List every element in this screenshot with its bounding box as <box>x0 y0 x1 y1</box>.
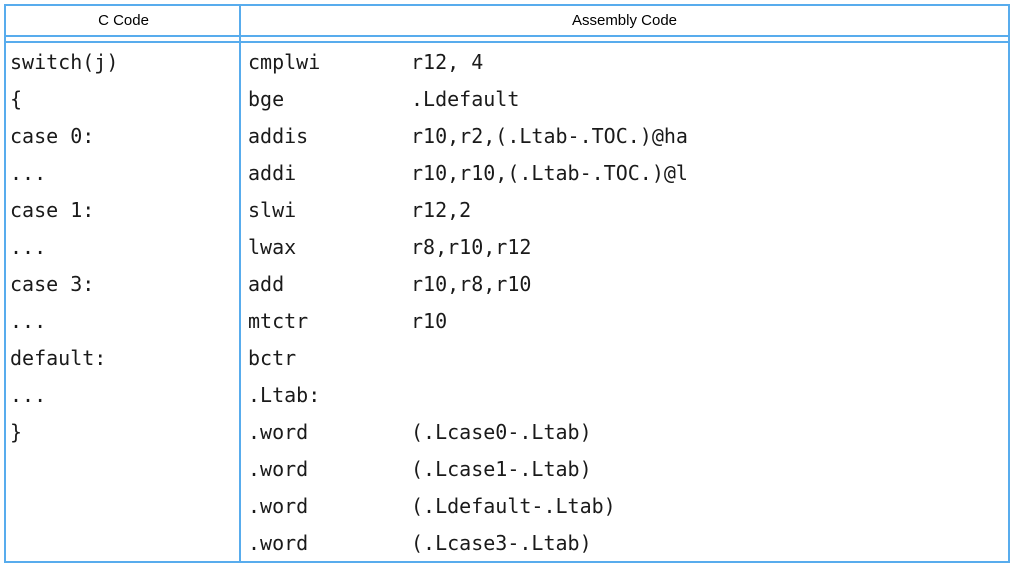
asm-operands: r10,r10,(.Ltab-.TOC.)@l <box>411 161 688 185</box>
asm-mnemonic: .word <box>248 494 309 518</box>
header-assembly-code: Assembly Code <box>571 12 678 29</box>
asm-mnemonic: bge <box>248 87 285 111</box>
c-code-line: case 0: <box>10 124 95 148</box>
asm-line: .word (.Ldefault-.Ltab) <box>248 488 1008 525</box>
asm-line: cmplwi r12, 4 <box>248 44 1008 81</box>
asm-mnemonic: .Ltab: <box>248 383 321 407</box>
asm-mnemonic: lwax <box>248 235 297 259</box>
asm-operands: (.Lcase1-.Ltab) <box>411 457 592 481</box>
asm-operands: r10,r8,r10 <box>411 272 532 296</box>
c-code-line: ... <box>10 161 47 185</box>
asm-operands: r8,r10,r12 <box>411 235 532 259</box>
asm-mnemonic: bctr <box>248 346 297 370</box>
asm-line: .Ltab: <box>248 377 1008 414</box>
c-code-line: default: <box>10 346 107 370</box>
asm-mnemonic: .word <box>248 420 309 444</box>
asm-operands: r10,r2,(.Ltab-.TOC.)@ha <box>411 124 688 148</box>
asm-operands: .Ldefault <box>411 87 520 111</box>
asm-operands: (.Lcase0-.Ltab) <box>411 420 592 444</box>
asm-line: slwi r12,2 <box>248 192 1008 229</box>
asm-operands: (.Lcase3-.Ltab) <box>411 531 592 555</box>
asm-operands: r12, 4 <box>411 50 484 74</box>
asm-mnemonic: addis <box>248 124 309 148</box>
asm-line: lwax r8,r10,r12 <box>248 229 1008 266</box>
assembly-column: cmplwi r12, 4 bge .Ldefault addis r10,r2,(.… <box>241 43 1008 561</box>
asm-line: addis r10,r2,(.Ltab-.TOC.)@ha <box>248 118 1008 155</box>
asm-mnemonic: .word <box>248 457 309 481</box>
c-code-line: } <box>10 420 23 444</box>
header-c-code: C Code <box>98 12 149 29</box>
asm-operands: r12,2 <box>411 198 472 222</box>
c-code-line: ... <box>10 309 47 333</box>
c-code-line: { <box>10 87 23 111</box>
column-divider <box>239 6 241 561</box>
table-body-row: switch(j) { case 0: ... case 1: ... case… <box>6 41 1008 561</box>
asm-line: .word (.Lcase0-.Ltab) <box>248 414 1008 451</box>
c-code-line: ... <box>10 383 47 407</box>
asm-mnemonic: cmplwi <box>248 50 321 74</box>
asm-line: bge .Ldefault <box>248 81 1008 118</box>
c-code-column: switch(j) { case 0: ... case 1: ... case… <box>6 43 241 561</box>
asm-line: bctr <box>248 340 1008 377</box>
asm-line: addi r10,r10,(.Ltab-.TOC.)@l <box>248 155 1008 192</box>
asm-line: .word (.Lcase1-.Ltab) <box>248 451 1008 488</box>
asm-line: .word (.Lcase3-.Ltab) <box>248 525 1008 561</box>
asm-operands: (.Ldefault-.Ltab) <box>411 494 616 518</box>
table-header-row: C Code Assembly Code <box>6 6 1008 37</box>
asm-line: mtctr r10 <box>248 303 1008 340</box>
asm-operands: r10 <box>411 309 448 333</box>
asm-line: add r10,r8,r10 <box>248 266 1008 303</box>
c-code-line: case 1: <box>10 198 95 222</box>
asm-mnemonic: add <box>248 272 285 296</box>
c-code-line: ... <box>10 235 47 259</box>
code-comparison-table: C Code Assembly Code switch(j) { case 0:… <box>4 4 1010 563</box>
c-code-line: switch(j) <box>10 50 119 74</box>
asm-mnemonic: .word <box>248 531 309 555</box>
c-code-line: case 3: <box>10 272 95 296</box>
asm-mnemonic: slwi <box>248 198 297 222</box>
asm-mnemonic: mtctr <box>248 309 309 333</box>
asm-mnemonic: addi <box>248 161 297 185</box>
